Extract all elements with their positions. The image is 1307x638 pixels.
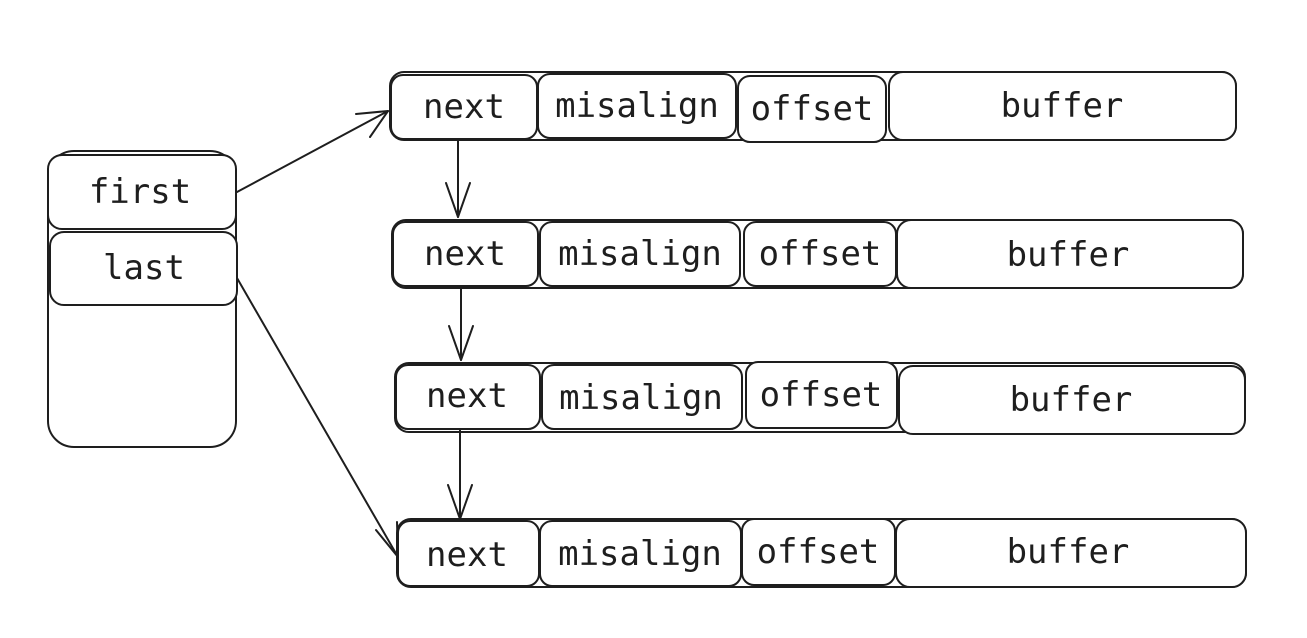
node-0-field-buffer <box>888 71 1237 141</box>
head-struct: first last <box>47 150 238 448</box>
node-3-field-buffer-label: buffer <box>1007 532 1130 572</box>
node-2-field-offset <box>745 361 898 429</box>
head-field-last <box>49 231 238 306</box>
arrow-node-1-to-node-2 <box>448 286 474 361</box>
node-1-field-buffer-label: buffer <box>1007 235 1130 275</box>
node-3-field-next-label: next <box>426 535 508 575</box>
node-1: next misalign offset buffer <box>391 219 1244 289</box>
node-2-field-misalign <box>541 364 743 430</box>
node-2-field-buffer <box>898 365 1246 435</box>
node-0-field-offset-label: offset <box>751 89 874 129</box>
node-0-field-offset <box>737 75 887 143</box>
arrow-node-2-to-node-3 <box>447 429 473 520</box>
arrow-node-0-to-node-1 <box>445 139 471 218</box>
head-field-first-label: first <box>89 172 191 212</box>
node-1-field-misalign-label: misalign <box>558 234 722 274</box>
node-0-field-misalign-label: misalign <box>555 86 719 126</box>
node-0: next misalign offset buffer <box>389 71 1237 143</box>
arrows <box>236 110 474 558</box>
node-2: next misalign offset buffer <box>394 361 1246 435</box>
node-2-field-next-label: next <box>426 376 508 416</box>
node-1-field-next <box>392 221 539 287</box>
arrow-last-to-node-3 <box>236 277 399 558</box>
node-1-field-buffer <box>896 219 1244 289</box>
node-3-field-misalign-label: misalign <box>558 534 722 574</box>
node-0-field-misalign <box>537 73 737 139</box>
node-1-field-next-label: next <box>424 234 506 274</box>
arrow-first-to-node-0 <box>236 110 389 193</box>
head-field-first <box>47 154 237 230</box>
node-1-field-offset-label: offset <box>759 234 882 274</box>
node-3-field-offset-label: offset <box>757 532 880 572</box>
node-2-field-offset-label: offset <box>760 375 883 415</box>
node-0-field-buffer-label: buffer <box>1001 86 1124 126</box>
node-3: next misalign offset buffer <box>396 518 1247 588</box>
node-3-field-buffer <box>895 518 1247 588</box>
node-2-field-misalign-label: misalign <box>559 378 723 418</box>
node-0-field-next-label: next <box>423 87 505 127</box>
node-1-field-misalign <box>539 221 741 287</box>
node-2-field-next <box>395 364 541 430</box>
head-field-last-label: last <box>103 248 185 288</box>
head-container <box>47 150 237 448</box>
node-2-field-buffer-label: buffer <box>1010 380 1133 420</box>
